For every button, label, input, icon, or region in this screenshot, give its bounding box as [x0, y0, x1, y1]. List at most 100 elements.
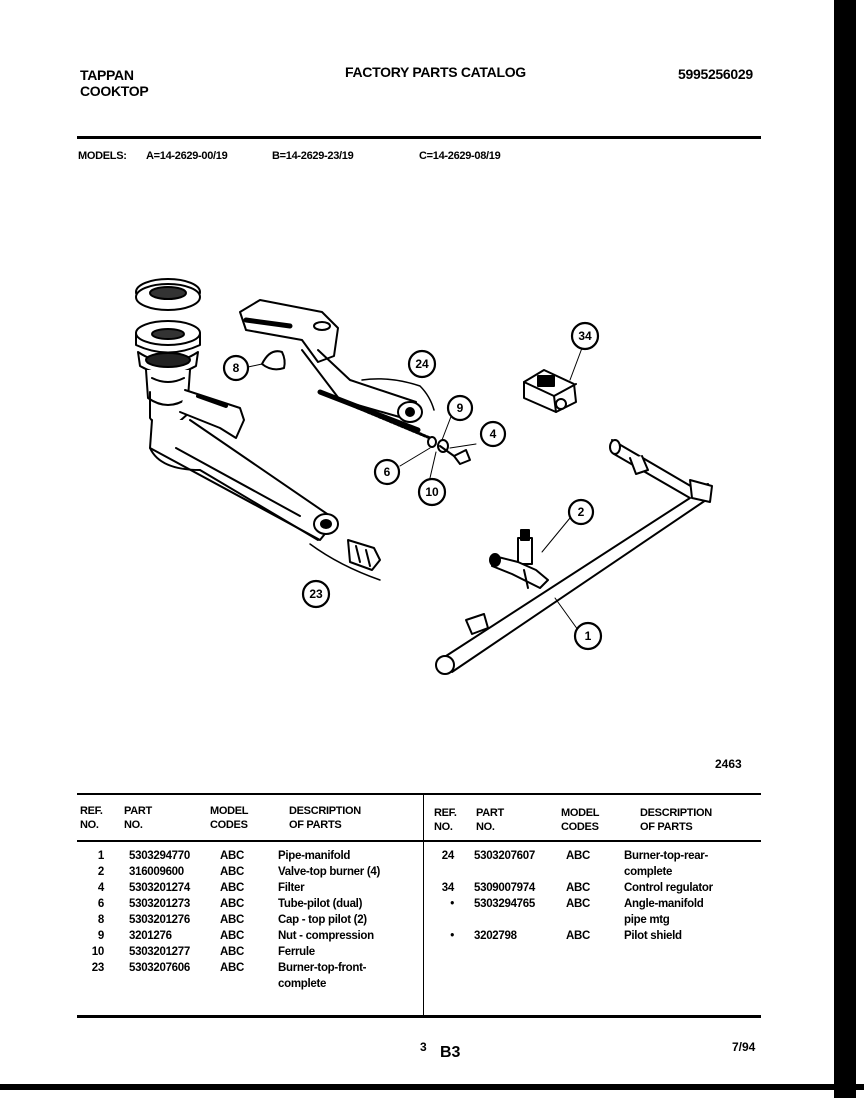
table-header-rule	[77, 840, 761, 842]
model-a: A=14-2629-00/19	[146, 150, 228, 162]
table-row-codes: ABC	[220, 946, 245, 958]
callout-6	[373, 458, 401, 486]
table-row-codes: ABC	[220, 882, 245, 894]
table-row-part: 5303201273	[129, 898, 190, 910]
table-row-codes: ABC	[220, 898, 245, 910]
table-row-part: 3201276	[129, 930, 172, 942]
table-row-codes: ABC	[220, 850, 245, 862]
table-row-codes: ABC	[220, 930, 245, 942]
table-row-ref: 10	[91, 946, 105, 958]
table-row-codes: ABC	[220, 914, 245, 926]
table-row-part: 5303294770	[129, 850, 190, 862]
table-row-part: 5309007974	[474, 882, 535, 894]
callout-9	[446, 394, 474, 422]
table-row-desc: Angle-manifold	[624, 898, 704, 910]
table-row-desc-cont: complete	[278, 978, 327, 990]
callout-label-23: 23	[309, 587, 323, 601]
models-label: MODELS:	[78, 150, 127, 162]
table-row-part: 5303201276	[129, 914, 190, 926]
model-c: C=14-2629-08/19	[419, 150, 501, 162]
table-row-desc: Tube-pilot (dual)	[278, 898, 363, 910]
header-rule	[77, 136, 761, 139]
table-row-codes: ABC	[566, 930, 591, 942]
callout-bubbles	[222, 321, 603, 651]
callout-8	[222, 354, 250, 382]
table-row-part: 3202798	[474, 930, 517, 942]
table-row-desc: Valve-top burner (4)	[278, 866, 380, 878]
brand-line-2: COOKTOP	[80, 83, 149, 99]
table-row-desc: Pipe-manifold	[278, 850, 351, 862]
callout-label-1: 1	[585, 629, 592, 643]
table-row-ref: 34	[441, 882, 455, 894]
table-row-desc-cont: complete	[624, 866, 673, 878]
callout-23	[301, 579, 331, 609]
callout-10	[417, 477, 447, 507]
callout-label-4: 4	[490, 427, 497, 441]
table-row-desc: Burner-top-rear-	[624, 850, 709, 862]
table-row-codes: ABC	[566, 850, 591, 862]
callout-label-24: 24	[415, 357, 429, 371]
callout-2	[567, 498, 595, 526]
front-burner-assembly	[135, 278, 381, 581]
callout-label-8: 8	[233, 361, 240, 375]
callout-labels: 8 24 9 4 6 10 34 2 1 23	[233, 329, 592, 643]
page-number: 3	[420, 1040, 427, 1054]
valve-part	[489, 517, 571, 589]
pilot-cap-part	[261, 350, 286, 371]
table-row-ref: 9	[97, 930, 104, 942]
table-row-ref: 2	[97, 866, 104, 878]
table-row-codes: ABC	[566, 882, 591, 894]
page-border-right	[834, 0, 856, 1098]
header-ref-right: REF.NO.	[434, 807, 457, 833]
table-row-desc: Nut - compression	[278, 930, 374, 942]
table-row-part: 316009600	[129, 866, 184, 878]
table-row-desc: Control regulator	[624, 882, 713, 894]
callout-4	[479, 420, 507, 448]
table-row-ref: 4	[97, 882, 104, 894]
table-row-ref: 8	[97, 914, 104, 926]
table-row-ref: 1	[97, 850, 104, 862]
page-border-bottom	[0, 1084, 864, 1090]
callout-24	[407, 349, 437, 379]
table-row-desc-cont: pipe mtg	[624, 914, 670, 926]
table-row-part: 5303207607	[474, 850, 535, 862]
table-row-desc: Filter	[278, 882, 305, 894]
table-bottom-rule	[77, 1015, 761, 1018]
manifold-pipe-part	[435, 439, 713, 675]
callout-label-2: 2	[578, 505, 585, 519]
table-row-codes: ABC	[220, 866, 245, 878]
callout-label-6: 6	[384, 465, 391, 479]
control-regulator-part	[523, 347, 583, 413]
section-code: B3	[440, 1044, 461, 1061]
callout-1	[573, 621, 603, 651]
brand-line-1: TAPPAN	[80, 67, 134, 83]
table-row-part: 5303201274	[129, 882, 190, 894]
rear-burner-assembly	[239, 299, 435, 440]
table-row-desc: Burner-top-front-	[278, 962, 367, 974]
callout-label-9: 9	[457, 401, 464, 415]
table-row-desc: Pilot shield	[624, 930, 682, 942]
table-row-ref: •	[450, 930, 454, 942]
revision-date: 7/94	[732, 1040, 756, 1054]
table-row-desc: Cap - top pilot (2)	[278, 914, 367, 926]
page-title: FACTORY PARTS CATALOG	[345, 64, 526, 80]
callout-label-34: 34	[578, 329, 592, 343]
table-row-part: 5303294765	[474, 898, 535, 910]
brand: TAPPAN COOKTOP	[80, 67, 149, 99]
table-row-ref: 24	[441, 850, 455, 862]
model-b: B=14-2629-23/19	[272, 150, 354, 162]
table-row-part: 5303207606	[129, 962, 190, 974]
pilot-fittings	[399, 413, 477, 479]
callout-label-10: 10	[425, 485, 439, 499]
table-row-desc: Ferrule	[278, 946, 315, 958]
figure-number: 2463	[715, 757, 742, 771]
table-row-ref: 23	[91, 962, 105, 974]
table-row-codes: ABC	[220, 962, 245, 974]
table-row-part: 5303201277	[129, 946, 190, 958]
